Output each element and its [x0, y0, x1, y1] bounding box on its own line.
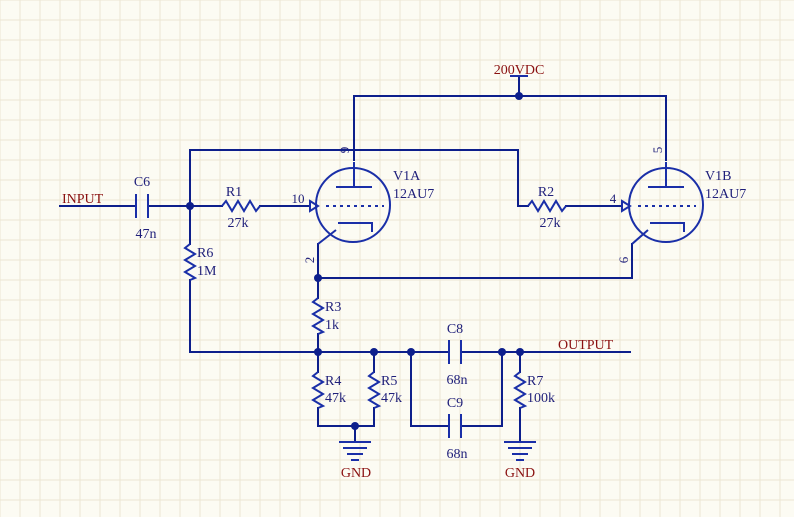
- c6-ref: C6: [134, 175, 150, 190]
- junction-dot: [314, 348, 322, 356]
- ground-symbol-left: [339, 441, 371, 461]
- v1a-plate-pin-number: 9: [337, 147, 352, 154]
- v1b-plate-pin-number: 5: [650, 147, 665, 154]
- junction-dot: [314, 274, 322, 282]
- c8-value: 68n: [447, 373, 468, 388]
- v1a-cathode-pin-number: 2: [302, 257, 317, 264]
- resistor-r5: [367, 371, 382, 409]
- wires: [59, 75, 667, 443]
- junction-dot: [186, 202, 194, 210]
- r6-value: 1M: [197, 264, 217, 279]
- c8-ref: C8: [447, 322, 463, 337]
- net-label-output: OUTPUT: [558, 338, 614, 353]
- tube-v1b: [621, 162, 704, 245]
- r7-ref: R7: [527, 374, 543, 389]
- resistor-r7: [513, 371, 528, 409]
- r2-value: 27k: [540, 216, 561, 231]
- v1a-ref: V1A: [393, 169, 421, 184]
- ground-symbol-right: [504, 441, 536, 461]
- junction-dot: [498, 348, 506, 356]
- junction-dot: [407, 348, 415, 356]
- r2-ref: R2: [538, 185, 554, 200]
- r5-ref: R5: [381, 374, 397, 389]
- r4-value: 47k: [325, 391, 346, 406]
- v1b-grid-pin-number: 4: [610, 191, 617, 206]
- junction-dot: [515, 92, 523, 100]
- resistor-r2: [527, 199, 567, 213]
- junction-dot: [516, 348, 524, 356]
- capacitor-c8: [448, 340, 462, 364]
- tube-v1a: [309, 162, 391, 245]
- r5-value: 47k: [381, 391, 402, 406]
- c9-value: 68n: [447, 447, 468, 462]
- resistor-r3: [311, 297, 326, 335]
- junction-dot: [351, 422, 359, 430]
- v1b-cathode-pin-number: 6: [616, 256, 631, 263]
- net-label-gnd: GND: [505, 466, 535, 481]
- v1b-value: 12AU7: [705, 187, 746, 202]
- v1a-grid-pin-number: 10: [292, 191, 305, 206]
- capacitor-c6: [135, 194, 149, 218]
- net-label-input: INPUT: [62, 192, 104, 207]
- r7-value: 100k: [527, 391, 555, 406]
- c9-ref: C9: [447, 396, 463, 411]
- r1-ref: R1: [226, 185, 242, 200]
- v1b-ref: V1B: [705, 169, 731, 184]
- r3-value: 1k: [325, 318, 339, 333]
- junctions: [186, 92, 524, 430]
- resistor-r1: [221, 199, 261, 213]
- r1-value: 27k: [228, 216, 249, 231]
- net-label-supply: 200VDC: [494, 63, 545, 78]
- resistor-r6: [183, 243, 198, 281]
- net-label-gnd: GND: [341, 466, 371, 481]
- c6-value: 47n: [136, 227, 157, 242]
- junction-dot: [370, 348, 378, 356]
- capacitor-c9: [448, 414, 462, 438]
- r3-ref: R3: [325, 300, 341, 315]
- r6-ref: R6: [197, 246, 213, 261]
- v1a-value: 12AU7: [393, 187, 434, 202]
- r4-ref: R4: [325, 374, 341, 389]
- resistor-r4: [311, 371, 326, 409]
